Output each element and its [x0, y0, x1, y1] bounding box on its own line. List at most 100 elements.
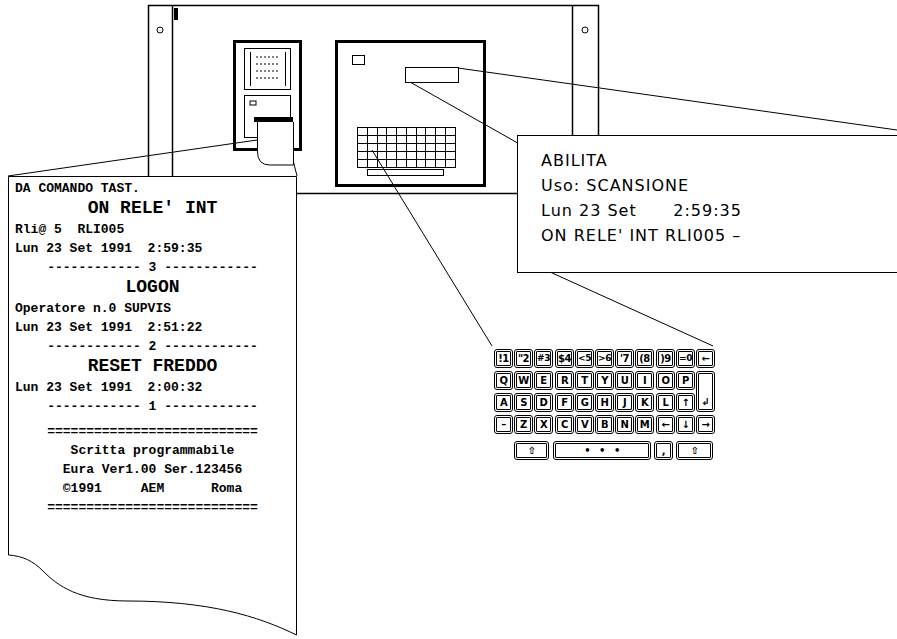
key-legend: (8	[639, 353, 650, 364]
key-legend: Z	[520, 419, 527, 430]
keyboard-key: →	[696, 415, 715, 434]
printer-panel-dots	[256, 57, 280, 78]
key-legend: "2	[518, 353, 529, 364]
printout-text: DA COMANDO TAST.ON RELE' INTRli@ 5 RLI00…	[8, 176, 297, 516]
terminal-spacebar	[368, 170, 444, 176]
terminal-display	[406, 68, 459, 83]
keyboard-key: <5	[575, 349, 594, 368]
keyboard-key: X	[534, 415, 553, 434]
keyboard-key: I	[635, 371, 654, 390]
key-legend: V	[581, 419, 588, 430]
printout-row: Eura Ver1.00 Ser.123456	[15, 459, 290, 478]
printout-line: Lun 23 Set 1991 2:00:32	[15, 380, 202, 395]
printout-paper: DA COMANDO TAST.ON RELE' INTRli@ 5 RLI00…	[8, 176, 297, 636]
keyboard-key: $4	[555, 349, 574, 368]
key-legend: <5	[578, 353, 591, 364]
printer-panel	[245, 49, 291, 90]
key-legend: !1	[498, 353, 509, 364]
key-legend: A	[500, 397, 507, 408]
keyboard-key: ←	[656, 415, 675, 434]
key-legend: ⇧	[528, 445, 536, 456]
key-legend: • • •	[584, 445, 620, 456]
terminal-icon	[353, 56, 365, 65]
keyboard-key: (8	[635, 349, 654, 368]
printout-line: ------------ 2 ------------	[47, 339, 258, 354]
keyboard-key: )9	[656, 349, 675, 368]
printout-row: Lun 23 Set 1991 2:51:22	[15, 317, 290, 336]
key-legend: >6	[598, 353, 611, 364]
keyboard-key: C	[555, 415, 574, 434]
printout-line: Eura Ver1.00 Ser.123456	[63, 462, 242, 477]
key-legend: C	[561, 419, 568, 430]
key-legend: ↲	[702, 396, 710, 407]
keyboard-key: H	[595, 393, 614, 412]
display-line: ON RELE' INT RLI005 –	[541, 223, 889, 248]
keyboard-key: F	[555, 393, 574, 412]
key-legend: Y	[601, 375, 608, 386]
key-legend: ,	[662, 445, 665, 456]
printout-line: ------------ 1 ------------	[47, 399, 258, 414]
keyboard-key: P	[676, 371, 695, 390]
keyboard-key: =0	[676, 349, 695, 368]
printout-row: ===========================	[15, 421, 290, 440]
keyboard-key: #3	[534, 349, 553, 368]
rack-rail	[172, 6, 174, 194]
keyboard-key: ⇧	[514, 441, 549, 460]
printout-row: Lun 23 Set 1991 2:00:32	[15, 377, 290, 396]
key-legend: I	[643, 375, 646, 386]
rack-hole	[157, 27, 163, 33]
printout-row: Operatore n.0 SUPVIS	[15, 298, 290, 317]
printout-line: ===========================	[47, 500, 258, 515]
keyboard-key: J	[615, 393, 634, 412]
key-legend: P	[682, 375, 689, 386]
key-legend: ⇧	[691, 445, 699, 456]
terminal-keys	[358, 128, 456, 168]
keyboard-key: G	[575, 393, 594, 412]
keyboard-key: S	[514, 393, 533, 412]
keyboard-key: N	[615, 415, 634, 434]
keyboard-key: '7	[615, 349, 634, 368]
keyboard-key: ←	[696, 349, 715, 368]
key-legend: H	[601, 397, 609, 408]
terminal-keyboard	[358, 128, 456, 168]
display-line: Lun 23 Set 2:59:35	[541, 198, 889, 223]
printout-line: Lun 23 Set 1991 2:59:35	[15, 241, 202, 256]
display-callout: ABILITAUso: SCANSIONELun 23 Set 2:59:35O…	[517, 135, 897, 273]
printout-line: Scritta programmabile	[71, 443, 235, 458]
printout-row: Rli@ 5 RLI005	[15, 219, 290, 238]
key-legend: #3	[537, 353, 550, 364]
key-legend: ↓	[682, 419, 690, 430]
printout-row: ------------ 1 ------------	[15, 396, 290, 415]
printer-slot	[254, 117, 293, 122]
keyboard-key: ⇧	[676, 441, 713, 460]
keyboard-key: K	[635, 393, 654, 412]
keyboard-key: Z	[514, 415, 533, 434]
key-legend: L	[663, 397, 669, 408]
key-legend: E	[540, 375, 546, 386]
printout-line: DA COMANDO TAST.	[15, 181, 140, 196]
display-line: ABILITA	[541, 148, 889, 173]
printout-line: Rli@ 5 RLI005	[15, 222, 124, 237]
key-legend: $4	[558, 353, 571, 364]
leader-line	[550, 272, 713, 346]
keyboard-key: W	[514, 371, 533, 390]
display-line: Uso: SCANSIONE	[541, 173, 889, 198]
key-legend: X	[540, 419, 547, 430]
printout-row: RESET FREDDO	[15, 355, 290, 377]
printout-row: ©1991 AEM Roma	[15, 478, 290, 497]
key-legend: ↑	[682, 397, 690, 408]
paper-edge	[9, 177, 297, 636]
key-legend: M	[640, 419, 649, 430]
printout-row: LOGON	[15, 276, 290, 298]
rack-marker	[174, 8, 178, 20]
keyboard-key: L	[656, 393, 675, 412]
key-legend: U	[621, 375, 629, 386]
key-legend: F	[561, 397, 567, 408]
key-legend: N	[621, 419, 629, 430]
key-legend: T	[581, 375, 587, 386]
key-legend: O	[661, 375, 669, 386]
keyboard-key: ↲	[696, 371, 715, 412]
key-legend: K	[641, 397, 648, 408]
keyboard-key: >6	[595, 349, 614, 368]
